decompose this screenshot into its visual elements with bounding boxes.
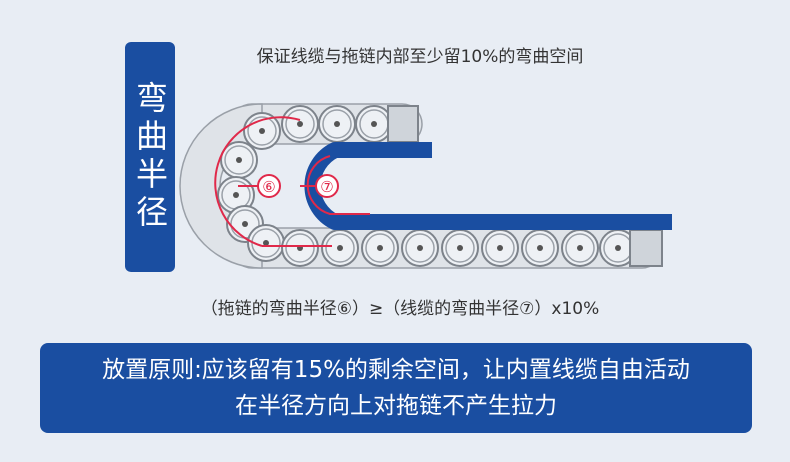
badge-text: 弯曲半径 xyxy=(131,81,169,233)
chain-link xyxy=(355,105,393,143)
marker-7-label: ⑦ xyxy=(320,178,333,196)
chain-link xyxy=(401,229,439,267)
chain-link xyxy=(318,105,356,143)
chain-link xyxy=(481,229,519,267)
diagram-caption: 保证线缆与拖链内部至少留10%的弯曲空间 xyxy=(256,47,584,67)
chain-link xyxy=(441,229,479,267)
radius-formula: （拖链的弯曲半径⑥）≥（线缆的弯曲半径⑦）x10% xyxy=(200,299,600,319)
chain-link xyxy=(243,112,281,150)
marker-6: ⑥ xyxy=(257,174,281,198)
bend-radius-badge: 弯曲半径 xyxy=(125,42,175,272)
drag-chain xyxy=(179,103,663,269)
chain-link xyxy=(281,105,319,143)
chain-link xyxy=(521,229,559,267)
marker-6-label: ⑥ xyxy=(262,178,275,196)
chain-link xyxy=(281,229,319,267)
chain-end-bracket xyxy=(387,105,419,143)
placement-principle-banner: 放置原则:应该留有15%的剩余空间，让内置线缆自由活动 在半径方向上对拖链不产生… xyxy=(40,343,752,433)
chain-link xyxy=(361,229,399,267)
chain-link xyxy=(561,229,599,267)
cable-radius-arc xyxy=(306,155,370,215)
chain-end-bracket xyxy=(629,229,663,267)
marker-7: ⑦ xyxy=(315,174,339,198)
chain-radius-arc xyxy=(214,116,301,247)
banner-line-2: 在半径方向上对拖链不产生拉力 xyxy=(235,393,557,419)
cable xyxy=(304,142,672,230)
chain-link xyxy=(321,229,359,267)
banner-line-1: 放置原则:应该留有15%的剩余空间，让内置线缆自由活动 xyxy=(102,357,690,383)
